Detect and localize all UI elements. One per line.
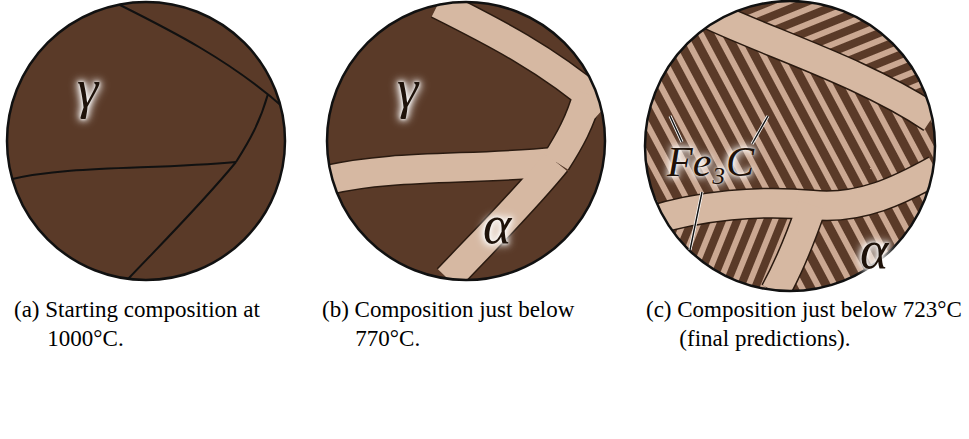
- figure-caption: (b) Composition just below 770°C.: [322, 296, 637, 354]
- pearlite-and-ferrite: [630, 0, 950, 300]
- austenite-grains: [7, 2, 285, 280]
- phase-label: γ: [77, 62, 98, 116]
- phase-label: Fe₃C: [667, 141, 754, 183]
- figure-caption: (c) Composition just below 723°C (final …: [646, 296, 965, 354]
- micrograph-circle: γ: [7, 2, 285, 280]
- phase-label: α: [483, 198, 511, 252]
- figure-caption: (a) Starting composition at 1000°C.: [14, 296, 329, 354]
- phase-label: α: [860, 223, 888, 277]
- micrograph-circle: Fe₃C α: [645, 1, 935, 291]
- phase-label: γ: [397, 62, 418, 116]
- micrograph-circle: γα: [327, 2, 605, 280]
- ferrite-on-boundaries: [327, 2, 605, 280]
- leader-lines: [670, 116, 768, 250]
